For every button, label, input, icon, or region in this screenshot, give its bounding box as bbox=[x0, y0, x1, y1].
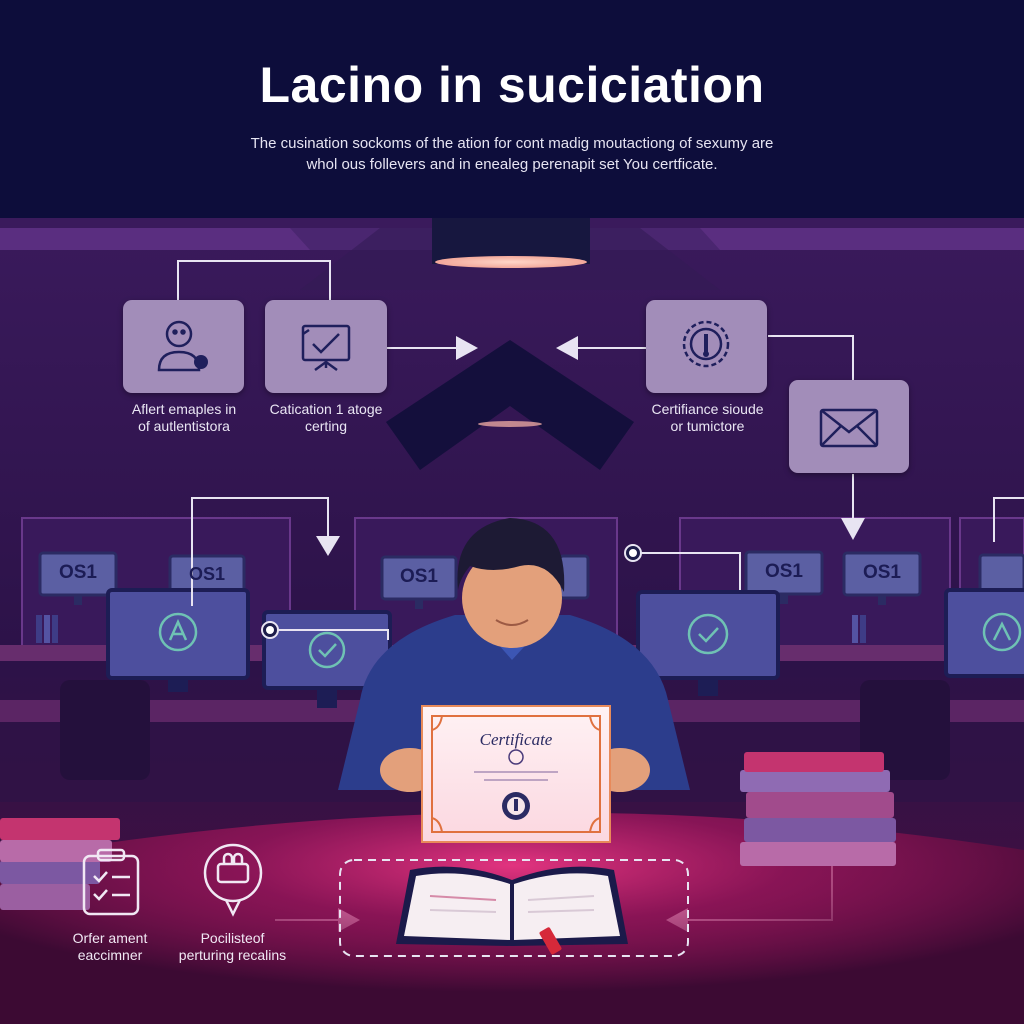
monitor-badge: OS1 bbox=[188, 564, 226, 584]
book-stack-left bbox=[0, 818, 120, 910]
presentation-check-icon bbox=[301, 324, 351, 372]
front-monitors bbox=[106, 588, 1024, 708]
back-monitor bbox=[380, 555, 458, 609]
page-subtitle: The cusination sockoms of the ation for … bbox=[200, 133, 824, 175]
open-book-icon bbox=[396, 866, 628, 955]
monitor-badge: OS1 bbox=[399, 566, 439, 587]
label-pocilisteof: Pocilisteof perturing recalins bbox=[178, 930, 287, 963]
subtitle-line-1: The cusination sockoms of the ation for … bbox=[250, 135, 774, 152]
front-monitor-check-right bbox=[636, 590, 780, 696]
monitor-badge: OS1 bbox=[764, 561, 804, 582]
book-stack-right bbox=[740, 752, 896, 866]
label-certification: Catication 1 atoge certing bbox=[269, 401, 383, 434]
back-monitor bbox=[558, 554, 590, 600]
front-monitor-edge bbox=[944, 588, 1024, 678]
label-certificate-seal: Certifiance sioude or tumictore bbox=[651, 401, 764, 434]
node-certification[interactable] bbox=[265, 300, 387, 393]
back-monitors bbox=[38, 550, 1024, 609]
central-chevron bbox=[386, 340, 634, 470]
back-monitor bbox=[744, 550, 824, 604]
node-authentication[interactable] bbox=[123, 300, 244, 393]
header-banner: Lacino in suciciation The cusination soc… bbox=[0, 0, 1024, 218]
scene-illustration bbox=[0, 218, 1024, 1024]
connector-dots bbox=[261, 544, 642, 639]
person-icon bbox=[157, 320, 208, 372]
label-authentication: Aflert emaples in of autlentistora bbox=[131, 401, 237, 434]
front-monitor-a bbox=[106, 588, 250, 692]
seal-gear-icon bbox=[682, 320, 730, 368]
label-offer: Orfer ament eaccimner bbox=[72, 930, 148, 963]
monitor-badge: OS1 bbox=[862, 562, 902, 583]
clipboard-checklist-icon bbox=[82, 848, 140, 916]
page-title: Lacino in suciciation bbox=[259, 57, 765, 113]
certificate bbox=[421, 705, 611, 843]
ceiling-lamp bbox=[432, 218, 590, 268]
chat-bubble-icon bbox=[203, 843, 263, 917]
subtitle-line-2: whol ous follevers and in enealeg perena… bbox=[306, 156, 718, 173]
node-email[interactable] bbox=[789, 380, 909, 473]
certificate-title: Certificate bbox=[479, 730, 553, 749]
back-monitor bbox=[38, 551, 118, 605]
open-book-frame bbox=[339, 859, 689, 957]
node-certificate-seal[interactable] bbox=[646, 300, 767, 393]
back-monitor bbox=[842, 551, 922, 605]
envelope-icon bbox=[819, 408, 879, 448]
monitor-badge: OS1 bbox=[58, 562, 98, 583]
